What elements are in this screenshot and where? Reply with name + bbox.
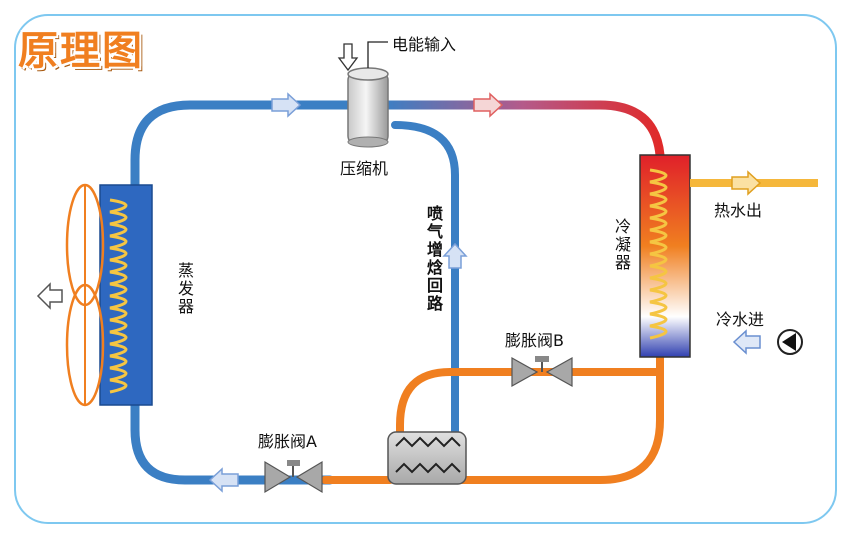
flow-arrow-icon [208, 467, 239, 493]
air-outflow-arrow-icon [36, 282, 63, 310]
injection-pipe [391, 121, 459, 444]
hot-water-out-label: 热水出 [714, 201, 763, 220]
flow-arrow-icon [732, 329, 761, 355]
flow-arrow-icon [271, 92, 302, 118]
pump-icon [777, 329, 803, 355]
condenser-label: 冷凝器 [612, 218, 631, 272]
expansion-valve-a-label: 膨胀阀A [258, 432, 317, 451]
hot-water-outlet-pipe [690, 170, 818, 196]
expansion-valve-b [511, 356, 573, 388]
evaporator [99, 184, 153, 406]
flow-arrow-icon [442, 242, 468, 269]
expansion-valve-b-label: 膨胀阀B [505, 331, 564, 350]
diagram-title: 原理图 [18, 28, 144, 74]
injection-loop-label: 喷气增焓回路 [424, 205, 443, 313]
power-input-icon [337, 41, 388, 72]
flow-arrow-icon [473, 92, 504, 118]
hot-refrigerant-pipe [380, 100, 665, 160]
diagram-frame [14, 14, 837, 524]
evaporator-label: 蒸发器 [175, 262, 194, 316]
condenser [639, 154, 691, 358]
economizer-heat-exchanger [387, 431, 467, 485]
flow-arrows [208, 92, 504, 493]
liquid-refrigerant-pipe [321, 351, 664, 484]
cold-water-in-label: 冷水进 [716, 310, 765, 329]
compressor [347, 67, 389, 148]
power-input-label: 电能输入 [392, 35, 457, 54]
flow-arrow-icon [731, 170, 762, 196]
expansion-valve-a [264, 460, 323, 494]
compressor-label: 压缩机 [340, 159, 389, 178]
cold-water-inlet-pipe [690, 329, 818, 355]
cold-refrigerant-pipe [130, 100, 355, 485]
fan-icon [65, 183, 105, 407]
